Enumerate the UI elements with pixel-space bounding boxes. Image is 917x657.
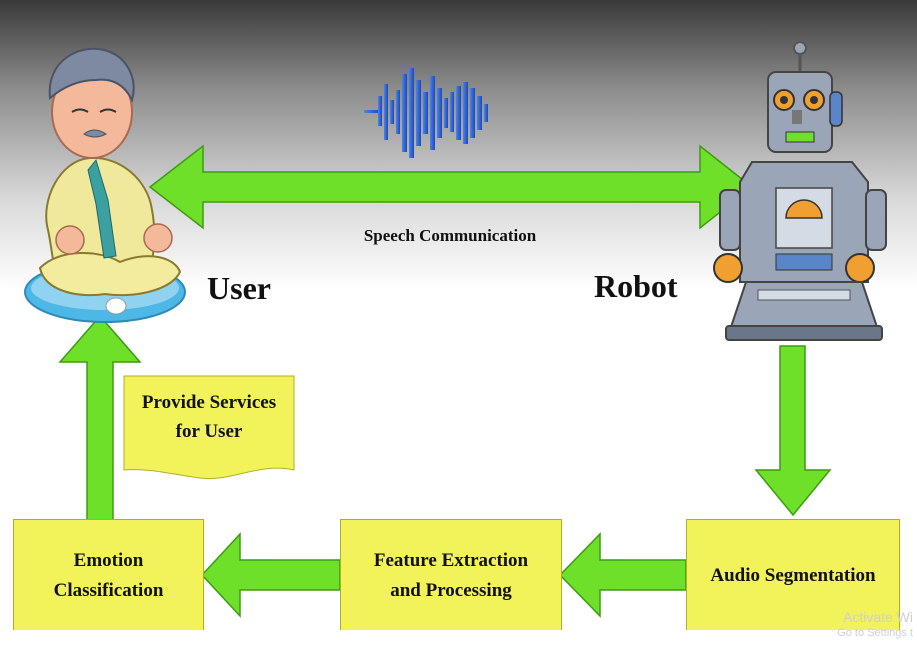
windows-activation-watermark: Activate Wi Go to Settings t (837, 608, 913, 640)
speech-double-arrow (148, 144, 754, 230)
emotion-classification-box: Emotion Classification (13, 519, 204, 632)
robot-icon (713, 41, 887, 341)
down-arrow-from-robot (754, 345, 832, 517)
watermark-line-2: Go to Settings t (837, 627, 913, 640)
robot-label: Robot (594, 268, 678, 304)
arrow-feature-to-emotion (200, 532, 341, 618)
bottom-strip (0, 630, 917, 657)
sound-wave-icon (364, 68, 488, 158)
watermark-line-1: Activate Wi (842, 609, 913, 625)
audio-segmentation-box: Audio Segmentation (686, 519, 900, 632)
user-meditating-icon (24, 47, 186, 323)
audio-segmentation-label: Audio Segmentation (710, 564, 876, 586)
speech-communication-label: Speech Communication (363, 226, 537, 245)
emotion-classification-label: Emotion Classification (53, 550, 164, 601)
provide-services-label: Provide Services for User (141, 392, 277, 442)
feature-extraction-label: Feature Extraction and Processing (373, 550, 529, 601)
provide-services-document (123, 375, 295, 480)
arrow-audio-to-feature (558, 532, 687, 618)
user-label: User (207, 270, 271, 306)
feature-extraction-box: Feature Extraction and Processing (340, 519, 562, 632)
